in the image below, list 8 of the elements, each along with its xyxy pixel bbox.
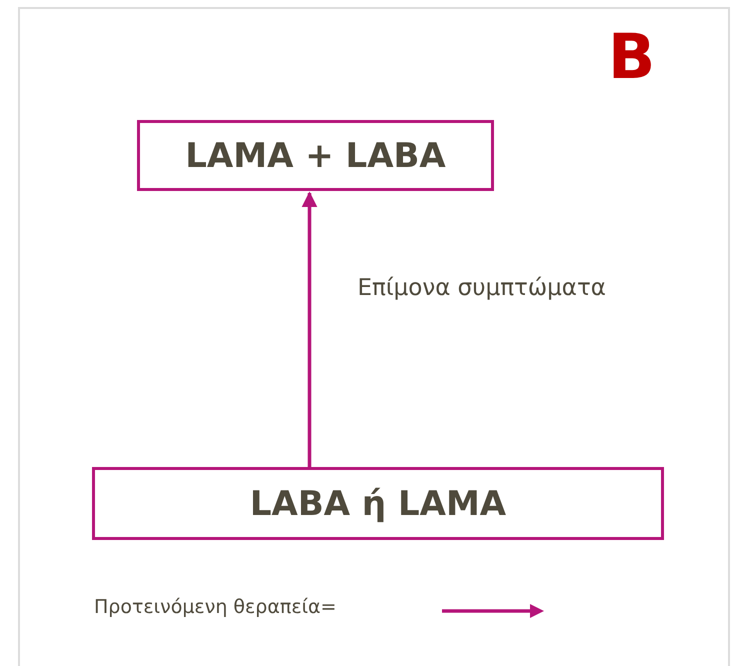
treatment-name: LABA ή LAMA: [250, 484, 506, 524]
panel-letter: B: [608, 26, 656, 88]
arrow: [302, 191, 318, 467]
treatment-box: [92, 467, 664, 540]
treatment-box: [137, 120, 494, 191]
edge-label: Επίμονα συμπτώματα: [358, 275, 606, 301]
treatment-name: LAMA + LABA: [185, 136, 446, 176]
legend-text: Προτεινόμενη θεραπεία=: [94, 596, 336, 618]
